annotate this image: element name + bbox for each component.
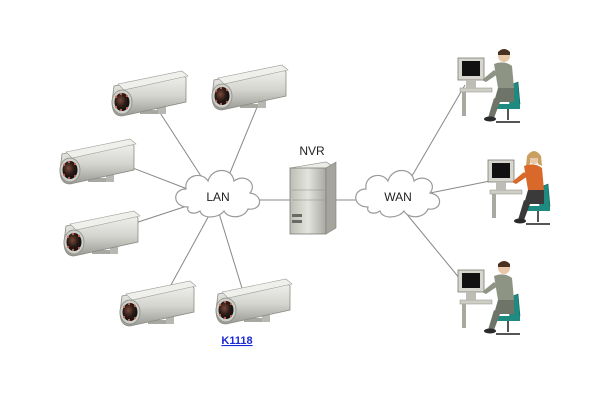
diagram-caption-link[interactable]: K1118 <box>221 335 252 347</box>
nvr-label: NVR <box>299 144 325 158</box>
lan-label: LAN <box>206 190 229 204</box>
camera-top-left: cctv-camera-icon <box>111 70 189 117</box>
computer-user-icon <box>487 150 551 225</box>
workstation-middle <box>487 150 551 225</box>
camera-bottom-right <box>215 278 293 325</box>
nvr-server: NVR <box>289 144 337 235</box>
workstation-top <box>457 48 521 123</box>
wan-cloud: WAN <box>355 169 441 218</box>
camera-mid-left-upper <box>59 138 137 185</box>
wan-label: WAN <box>384 190 412 204</box>
camera-mid-left-lower <box>63 210 141 257</box>
camera-top-right <box>211 64 289 111</box>
computer-user-icon <box>457 48 521 123</box>
workstation-bottom <box>457 260 521 335</box>
camera-bottom-left <box>119 280 197 327</box>
server-tower-icon <box>289 161 337 235</box>
lan-cloud: LAN <box>175 169 261 218</box>
computer-user-icon <box>457 260 521 335</box>
connection-lines <box>119 84 496 306</box>
